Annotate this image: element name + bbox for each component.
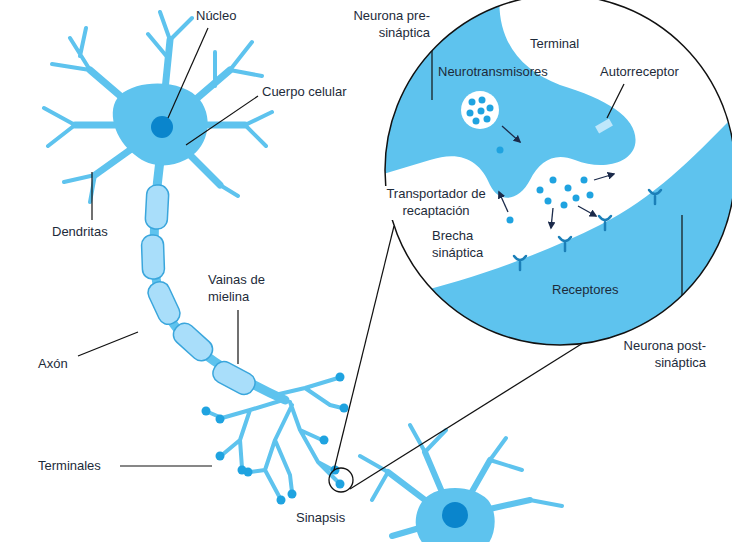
leader-line: [431, 44, 432, 100]
part-label: Neurona pre-sináptica: [345, 8, 430, 42]
receptors: [514, 190, 661, 270]
flow-arrows: [499, 126, 614, 228]
part-label: Brecha sináptica: [432, 228, 504, 262]
axon-terminals: [208, 378, 342, 498]
leader-line: [681, 215, 682, 334]
part-label: Dendritas: [52, 224, 108, 241]
part-label: Axón: [38, 356, 68, 373]
part-label: Sinapsis: [296, 510, 345, 527]
nucleus: [151, 116, 173, 138]
post-neuron-dendrites: [360, 425, 562, 536]
synapse-zoom: [380, 0, 732, 360]
part-label: Neurotransmisores: [438, 64, 548, 81]
post-synaptic-membrane: [380, 105, 732, 360]
leader-line: [607, 84, 624, 118]
zoom-border: [385, 0, 732, 345]
part-label: Neurona post-sináptica: [616, 338, 708, 372]
part-label: Autorreceptor: [600, 64, 679, 81]
post-cell-body: [416, 488, 495, 542]
part-label: Receptores: [552, 282, 618, 299]
leader-lines: [78, 28, 258, 466]
part-label: Terminal: [530, 36, 579, 53]
synapse-marker: [329, 468, 353, 492]
part-label: Terminales: [38, 458, 101, 475]
post-nucleus: [442, 502, 468, 528]
terminal-buttons: [202, 373, 349, 505]
autoreceptor: [595, 119, 613, 134]
part-label: Vainas de mielina: [208, 272, 288, 306]
cell-body: [113, 84, 208, 166]
vesicle: [461, 91, 499, 129]
part-label: Cuerpo celular: [262, 84, 347, 101]
zoom-line: [334, 226, 394, 470]
zoom-line: [350, 343, 583, 489]
part-label: Núcleo: [196, 8, 236, 25]
part-label: Transportador de recaptación: [384, 186, 488, 220]
